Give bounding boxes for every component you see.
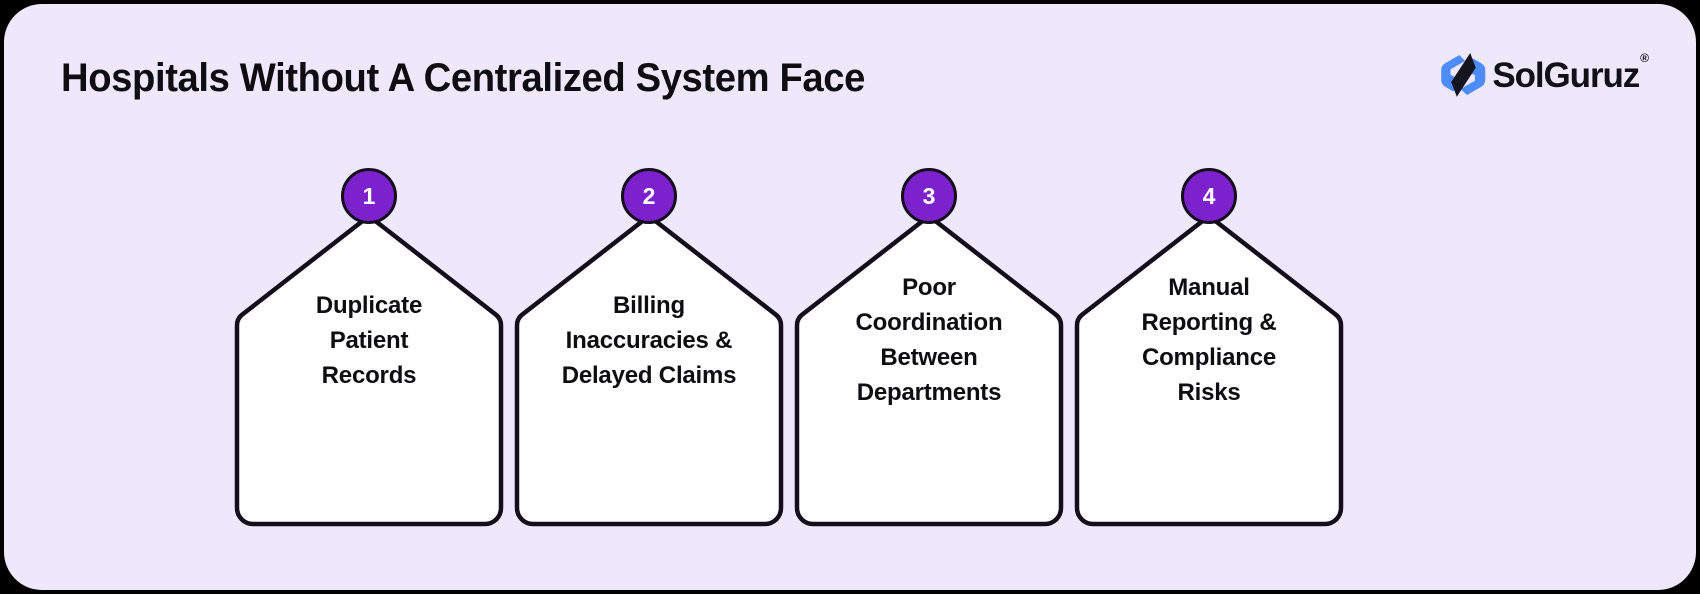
card-item[interactable]: 3 Poor Coordination Between Departments bbox=[789, 156, 1069, 528]
card-item[interactable]: 4 Manual Reporting & Compliance Risks bbox=[1069, 156, 1349, 528]
logo-wordmark-text: SolGuruz bbox=[1492, 55, 1640, 95]
card-label-line: Inaccuracies & bbox=[565, 327, 733, 354]
card-label-line: Reporting & bbox=[1141, 309, 1277, 336]
card-label-line: Billing bbox=[613, 292, 685, 319]
card-number-badge: 1 bbox=[341, 168, 397, 224]
card-label-line: Compliance bbox=[1141, 344, 1277, 371]
card-label-line: Risks bbox=[1177, 379, 1241, 406]
cards-row: 1 Duplicate Patient Records 2 Billing In… bbox=[4, 156, 1696, 536]
header: Hospitals Without A Centralized System F… bbox=[4, 4, 1696, 134]
card-item[interactable]: 2 Billing Inaccuracies & Delayed Claims bbox=[509, 156, 789, 528]
card-label: Duplicate Patient Records bbox=[241, 288, 497, 393]
page-title: Hospitals Without A Centralized System F… bbox=[61, 56, 865, 100]
house-shape bbox=[234, 213, 504, 527]
card-label: Poor Coordination Between Departments bbox=[801, 270, 1057, 410]
card-number-badge: 4 bbox=[1181, 168, 1237, 224]
card-label-line: Manual bbox=[1168, 274, 1250, 301]
card-label-line: Poor bbox=[902, 274, 956, 301]
card-item[interactable]: 1 Duplicate Patient Records bbox=[229, 156, 509, 528]
card-label-line: Between bbox=[880, 344, 978, 371]
house-shape bbox=[794, 213, 1064, 527]
house-shape bbox=[1074, 213, 1344, 527]
card-number-badge: 3 bbox=[901, 168, 957, 224]
card-label-line: Coordination bbox=[855, 309, 1003, 336]
brand-logo[interactable]: SolGuruz® bbox=[1439, 51, 1649, 99]
card-label-line: Departments bbox=[856, 379, 1002, 406]
house-shape bbox=[514, 213, 784, 527]
solguruz-hex-icon bbox=[1441, 53, 1486, 97]
card-label-line: Records bbox=[321, 362, 417, 389]
card-label-line: Delayed Claims bbox=[561, 362, 737, 389]
registered-trademark-icon: ® bbox=[1640, 50, 1649, 65]
card-label: Billing Inaccuracies & Delayed Claims bbox=[521, 288, 777, 393]
card-label-line: Patient bbox=[329, 327, 409, 354]
card-number-badge: 2 bbox=[621, 168, 677, 224]
content-panel: Hospitals Without A Centralized System F… bbox=[4, 4, 1696, 590]
card-label-line: Duplicate bbox=[315, 292, 423, 319]
card-label: Manual Reporting & Compliance Risks bbox=[1081, 270, 1337, 410]
logo-wordmark: SolGuruz® bbox=[1492, 52, 1649, 95]
